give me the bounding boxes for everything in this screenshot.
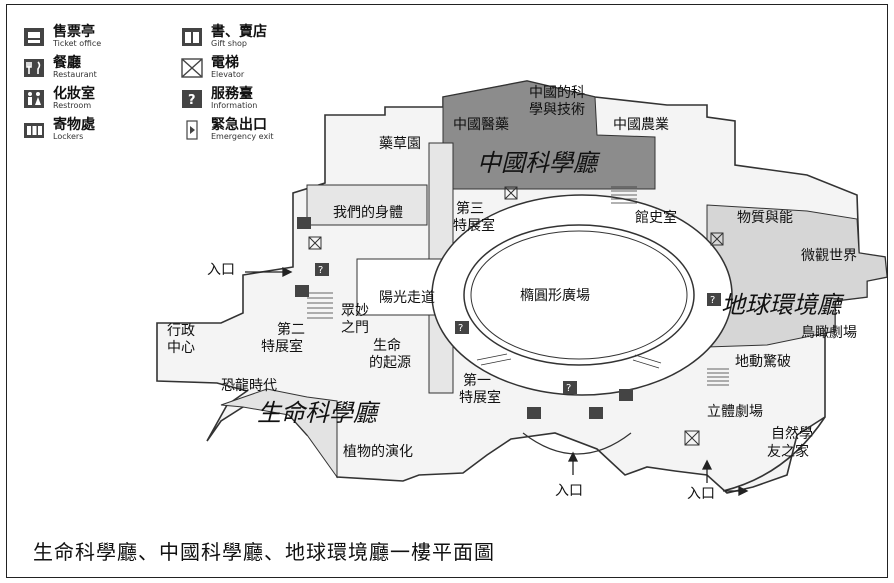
elevator-icon bbox=[179, 56, 205, 80]
legend-label-zh: 緊急出口 bbox=[211, 117, 267, 134]
room-label-theater3d: 立體劇場 bbox=[707, 404, 763, 420]
room-label-second-2: 特展室 bbox=[261, 339, 303, 355]
room-label-third-1: 第三 bbox=[456, 201, 484, 217]
svg-text:?: ? bbox=[710, 295, 715, 306]
room-label-second-1: 第二 bbox=[277, 322, 305, 338]
legend-label-zh: 寄物處 bbox=[53, 117, 95, 134]
room-label-dino: 恐龍時代 bbox=[221, 378, 277, 394]
legend-label-en: Restroom bbox=[53, 101, 92, 111]
room-label-matter: 物質與能 bbox=[737, 210, 793, 226]
svg-text:?: ? bbox=[458, 323, 463, 334]
legend-label-zh: 化妝室 bbox=[53, 86, 95, 103]
room-label-first-2: 特展室 bbox=[459, 390, 501, 406]
room-label-bird: 鳥瞰劇場 bbox=[801, 325, 857, 341]
locker-icon bbox=[21, 118, 47, 142]
room-label-first-1: 第一 bbox=[463, 373, 491, 389]
legend-label-zh: 售票亭 bbox=[53, 24, 95, 41]
legend-label-en: Emergency exit bbox=[211, 132, 274, 142]
room-label-sci-tech-2: 學與技術 bbox=[529, 102, 585, 118]
hall-label-earth: 地球環境廳 bbox=[721, 291, 841, 319]
information-icon: ? bbox=[179, 87, 205, 111]
label-entrance-left: 入口 bbox=[207, 262, 235, 278]
right-curve-wall bbox=[722, 416, 826, 492]
legend-label-en: Gift shop bbox=[211, 39, 247, 49]
room-label-plant: 植物的演化 bbox=[343, 444, 413, 460]
earth-hall-area bbox=[706, 204, 887, 348]
room-label-herb-garden: 藥草園 bbox=[379, 136, 421, 152]
life-hall-area bbox=[220, 388, 338, 479]
restaurant-icon bbox=[21, 56, 47, 80]
room-label-sci-tech-1: 中國的科 bbox=[529, 85, 585, 101]
legend-label-en: Restaurant bbox=[53, 70, 97, 80]
room-label-medicine: 中國醫藥 bbox=[453, 117, 509, 133]
room-label-micro: 微觀世界 bbox=[801, 248, 857, 264]
plaza-core bbox=[470, 230, 688, 360]
ticket-icon bbox=[21, 25, 47, 49]
map-elevators bbox=[308, 186, 724, 446]
room-label-gate-2: 之門 bbox=[341, 320, 369, 336]
legend-label-zh: 電梯 bbox=[211, 55, 239, 72]
room-label-history: 館史室 bbox=[635, 210, 677, 226]
svg-text:?: ? bbox=[188, 93, 196, 108]
legend-label-en: Lockers bbox=[53, 132, 84, 142]
legend-label-en: Ticket office bbox=[53, 39, 102, 49]
gift-shop-icon bbox=[179, 25, 205, 49]
stairs bbox=[307, 186, 729, 386]
room-label-admin-2: 中心 bbox=[167, 340, 195, 356]
room-label-our-body: 我們的身體 bbox=[333, 205, 403, 221]
entrance-arrows bbox=[245, 266, 749, 497]
label-entrance-bottom-1: 入口 bbox=[555, 483, 583, 499]
map-icons: ? ? ? ? bbox=[295, 217, 721, 419]
floor-plan-map: ? ? ? ? bbox=[156, 80, 887, 497]
svg-text:?: ? bbox=[566, 383, 571, 394]
corridor-left bbox=[306, 184, 428, 226]
room-label-origin-2: 的起源 bbox=[369, 355, 411, 371]
room-label-nature-1: 自然學 bbox=[771, 426, 813, 442]
legend-label-en: Elevator bbox=[211, 70, 245, 80]
room-label-gate-1: 眾妙 bbox=[341, 303, 369, 319]
emergency-exit-icon bbox=[179, 118, 205, 142]
legend-label-en: Information bbox=[211, 101, 258, 111]
label-entrance-bottom-2: 入口 bbox=[687, 486, 715, 502]
room-label-sunshine: 陽光走道 bbox=[379, 290, 435, 306]
room-label-origin-1: 生命 bbox=[373, 338, 401, 354]
room-label-nature-2: 友之家 bbox=[767, 444, 809, 460]
svg-text:?: ? bbox=[318, 265, 323, 276]
map-caption: 生命科學廳、中國科學廳、地球環境廳一樓平面圖 bbox=[33, 540, 495, 564]
bottom-entrance-arc bbox=[522, 432, 632, 455]
room-label-agriculture: 中國農業 bbox=[613, 117, 669, 133]
legend-label-zh: 服務臺 bbox=[211, 86, 253, 103]
room-label-third-2: 特展室 bbox=[453, 218, 495, 234]
restroom-icon bbox=[21, 87, 47, 111]
china-hall-area bbox=[442, 80, 656, 190]
legend-label-zh: 書、賣店 bbox=[211, 24, 267, 41]
hall-label-china: 中國科學廳 bbox=[477, 149, 597, 177]
room-label-quake: 地動驚破 bbox=[735, 354, 791, 370]
room-label-ellipse-plaza: 橢圓形廣場 bbox=[520, 288, 590, 304]
hall-label-life: 生命科學廳 bbox=[257, 399, 377, 427]
room-label-admin-1: 行政 bbox=[167, 323, 195, 339]
legend-label-zh: 餐廳 bbox=[53, 55, 81, 72]
